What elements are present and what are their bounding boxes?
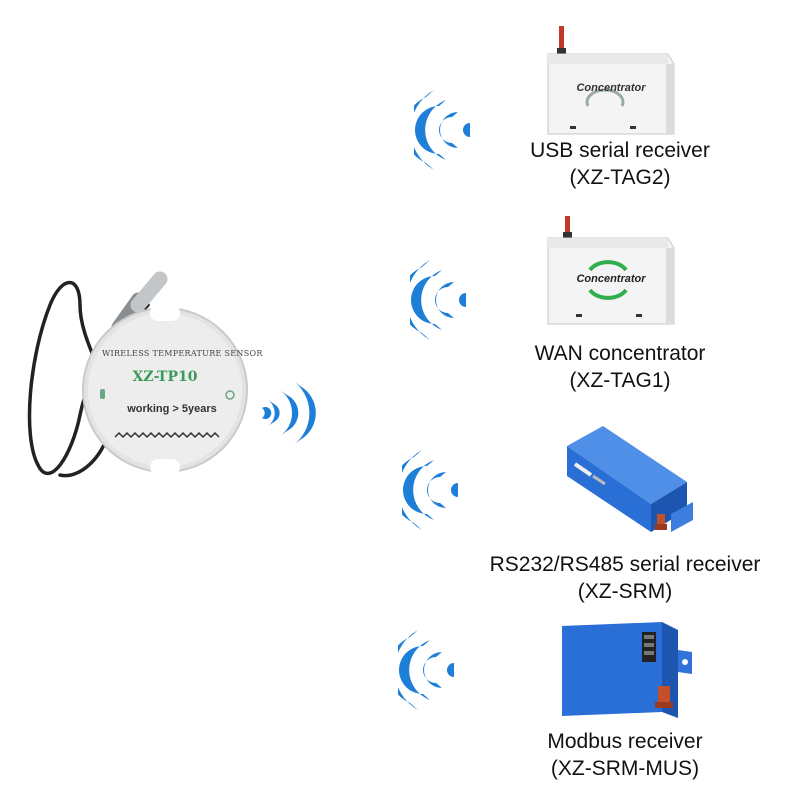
antenna-icon: [658, 686, 670, 704]
antenna-icon: [657, 514, 665, 528]
serial-receiver-device: [545, 420, 695, 550]
receiver-caption-usb: USB serial receiver (XZ-TAG2): [480, 137, 760, 191]
wifi-signal-icon: [410, 260, 470, 340]
modbus-receiver-device: [552, 618, 697, 723]
receiver-model: (XZ-TAG1): [569, 369, 671, 392]
receiver-caption-rs232: RS232/RS485 serial receiver (XZ-SRM): [465, 551, 785, 605]
receiver-model: (XZ-SRM-MUS): [550, 757, 700, 780]
antenna-icon: [565, 216, 570, 238]
concentrator-device: Concentrator: [540, 212, 680, 334]
concentrator-text: Concentrator: [576, 273, 646, 285]
sensor-working-text: working > 5years: [127, 403, 217, 415]
receiver-caption-wan: WAN concentrator (XZ-TAG1): [480, 340, 760, 394]
receiver-model: (XZ-SRM): [577, 580, 673, 603]
concentrator-device: Concentrator: [540, 18, 680, 140]
wifi-signal-icon: [398, 630, 458, 710]
sensor-label-top: WIRELESS TEMPERATURE SENSOR: [102, 349, 263, 358]
wifi-signal-icon: [402, 450, 462, 530]
receiver-caption-modbus: Modbus receiver (XZ-SRM-MUS): [480, 728, 770, 782]
receiver-model: (XZ-TAG2): [569, 166, 671, 189]
concentrator-text: Concentrator: [576, 82, 646, 94]
wireless-temperature-sensor: WIRELESS TEMPERATURE SENSOR XZ-TP10 work…: [20, 265, 263, 495]
wifi-signal-icon: [258, 378, 318, 448]
antenna-icon: [559, 26, 564, 54]
receiver-name: Modbus receiver: [547, 730, 703, 753]
wifi-signal-icon: [414, 90, 474, 170]
receiver-name: USB serial receiver: [530, 139, 710, 162]
receiver-name: WAN concentrator: [534, 342, 706, 365]
sensor-model: XZ-TP10: [132, 369, 198, 385]
receiver-name: RS232/RS485 serial receiver: [489, 553, 761, 576]
